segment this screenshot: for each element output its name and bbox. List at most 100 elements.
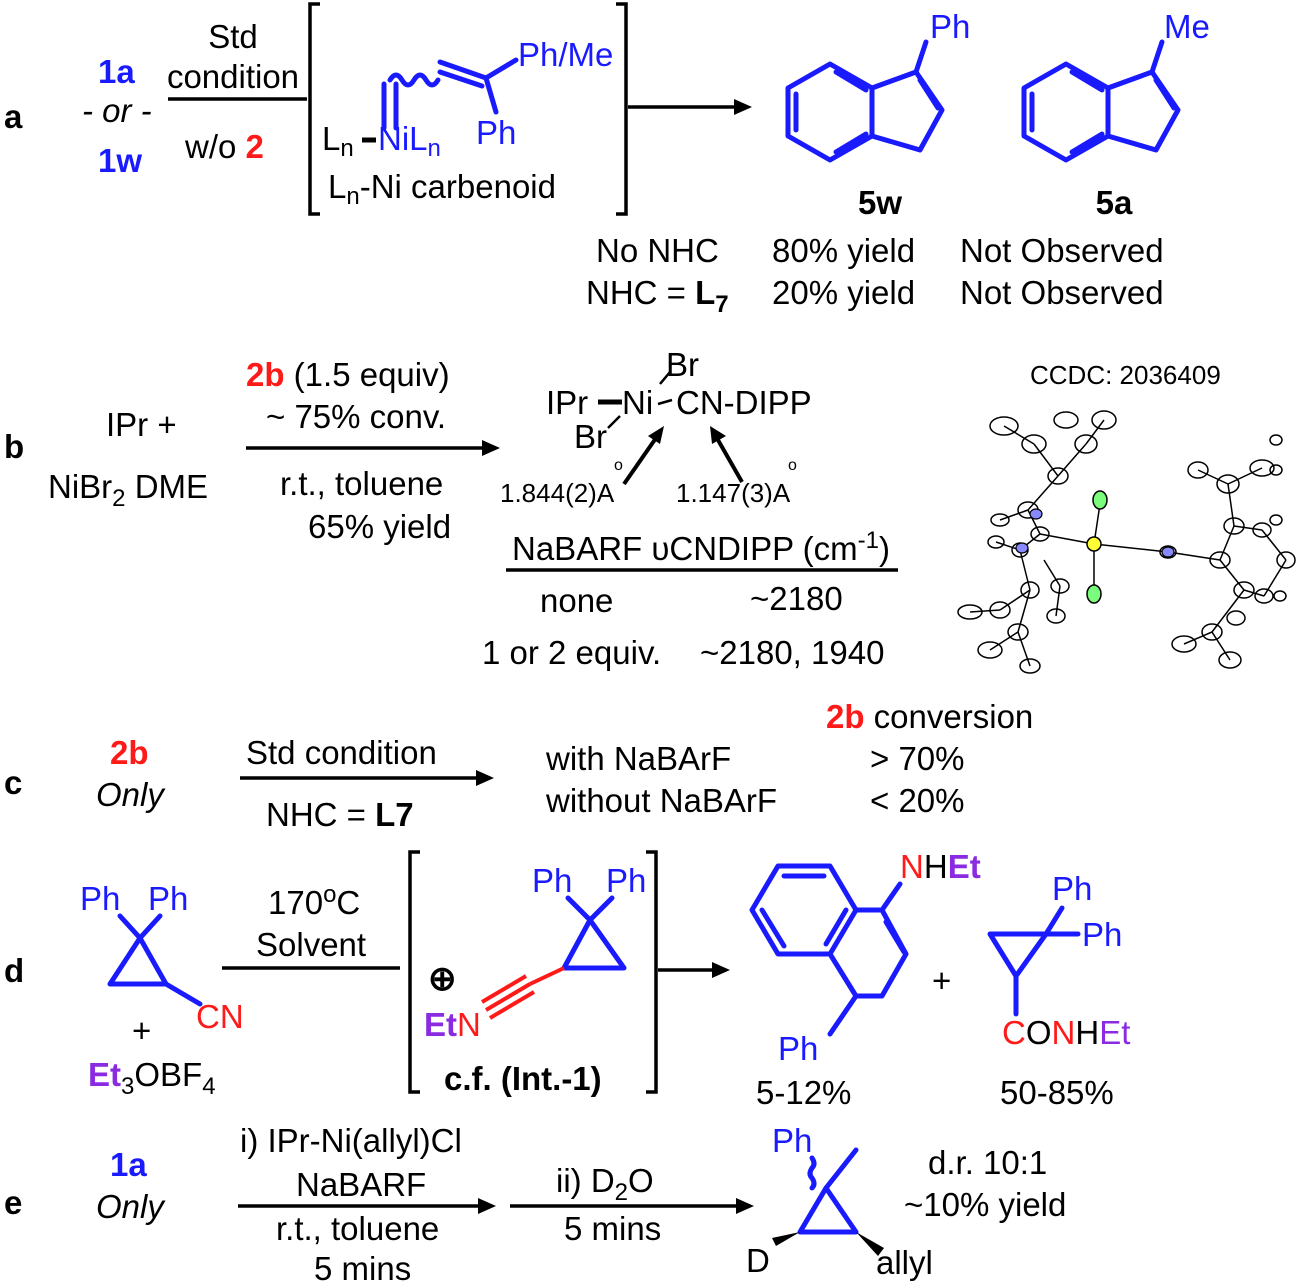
crystal-structure: [957, 410, 1296, 674]
bond-length-1: 1.844(2)A: [500, 478, 615, 508]
panel-d: d Ph Ph CN + Et3OBF4 170oC Solvent Ph Ph…: [4, 848, 1130, 1111]
table-header: NaBARF υCNDIPP (cm-1): [512, 527, 890, 567]
prod-naph-yield: 5-12%: [756, 1074, 851, 1111]
arrow-e1-top1: i) IPr-Ni(allyl)Cl: [240, 1122, 462, 1159]
d-plus2: +: [932, 962, 951, 999]
arrow-e1-bottom2: 5 mins: [314, 1250, 411, 1284]
arrow-b-bottom2: 65% yield: [308, 508, 451, 545]
e-only: Only: [96, 1188, 166, 1225]
row2-cond: NHC = L7: [586, 274, 729, 318]
indene-5a: [1021, 39, 1181, 163]
conv-row2-b: < 20%: [870, 782, 965, 819]
prod-5a-id: 5a: [1096, 184, 1133, 221]
carbenoid-label: Ln-Ni carbenoid: [328, 168, 556, 210]
d-meerwein: Et3OBF4: [88, 1056, 216, 1100]
int-c-bond: [529, 966, 565, 986]
panel-a-label: a: [4, 98, 23, 135]
arrow-d-temp: 170oC: [268, 881, 360, 921]
int-triple-1: [484, 982, 532, 1012]
table-row2-b: ~2180, 1940: [700, 634, 884, 671]
only-c: Only: [96, 776, 166, 813]
amide-conhet: CONHEt: [1002, 1014, 1130, 1051]
to-phme-bond: [483, 57, 519, 81]
arrowhead-b: [482, 440, 500, 456]
arrow-b-top2: ~ 75% conv.: [266, 398, 446, 435]
subst-ph: Ph: [476, 114, 516, 151]
conv-header: 2b conversion: [826, 698, 1033, 735]
n2-atom: [1015, 542, 1029, 554]
row2-5a: Not Observed: [960, 274, 1164, 311]
or-text: - or -: [82, 92, 152, 129]
arrowhead-e2: [736, 1198, 754, 1214]
e-prod-d: D: [746, 1242, 770, 1279]
d-sm-cn: CN: [196, 998, 244, 1035]
panel-b: b IPr + NiBr2 DME 2b (1.5 equiv) ~ 75% c…: [4, 346, 1296, 674]
br2-atom: [1086, 584, 1102, 604]
panel-b-label: b: [4, 428, 24, 465]
int-etn: EtN: [424, 1006, 481, 1043]
e-dr: d.r. 10:1: [928, 1144, 1047, 1181]
arrowhead-d2: [712, 962, 730, 978]
n3-atom: [1161, 546, 1175, 558]
bond1-arrowhead: [648, 426, 664, 444]
d-sm-cn-bond: [163, 981, 203, 1007]
ni-ln-left: Ln: [322, 120, 354, 162]
e-yield: ~10% yield: [904, 1186, 1066, 1223]
row2-5w: 20% yield: [772, 274, 915, 311]
amide-cyclopropane: [987, 931, 1049, 979]
e-prod-cyclopropane: [797, 1185, 859, 1235]
amide-ph1: Ph: [1052, 870, 1092, 907]
panel-d-label: d: [4, 952, 24, 989]
arrow-b-bottom1: r.t., toluene: [280, 465, 443, 502]
bracket-left-d: [408, 850, 420, 1094]
table-row1-a: none: [540, 582, 613, 619]
conv-row1-b: > 70%: [870, 740, 965, 777]
wavy-bond: [387, 72, 441, 88]
e-prod-allyl-wedge: [856, 1232, 884, 1256]
panel-e: e 1a Only i) IPr-Ni(allyl)Cl NaBARF r.t.…: [4, 1122, 1066, 1284]
d-plus1: +: [132, 1012, 151, 1049]
arrow-e1-bottom1: r.t., toluene: [276, 1210, 439, 1247]
indene-5w: [785, 39, 945, 163]
arrow-e2-top: ii) D2O: [556, 1162, 654, 1206]
prod-5w-id: 5w: [858, 184, 902, 221]
bond2-arrowhead: [710, 426, 726, 444]
prod-nhet: NHEt: [900, 848, 981, 885]
ccdc-label: CCDC: 2036409: [1030, 360, 1221, 390]
vinyl-bond: [437, 59, 489, 81]
reagent-1a: 1a: [98, 53, 135, 90]
arrow-b-top1: 2b (1.5 equiv): [246, 356, 450, 393]
reagent-1w: 1w: [98, 142, 142, 179]
row1-5a: Not Observed: [960, 232, 1164, 269]
d-sm-ph2: Ph: [148, 880, 188, 917]
br-bottom-bond: [607, 415, 621, 429]
d-sm-ph1: Ph: [80, 880, 120, 917]
vinyl-bond-2: [437, 69, 485, 89]
to-ph-bond: [483, 75, 499, 115]
complex-ipr: IPr: [546, 384, 588, 421]
bracket-right-d: [646, 850, 658, 1094]
table-row1-b: ~2180: [750, 580, 843, 617]
d-sm-cyclopropane: [107, 935, 169, 987]
bond2-arrow: [716, 439, 744, 483]
amide-yield: 50-85%: [1000, 1074, 1114, 1111]
int-ph-bonds: [565, 895, 615, 923]
ni-cn-bond: [657, 398, 673, 406]
angstrom-ring-2: o: [788, 457, 797, 474]
reagent-2b: 2b: [110, 734, 149, 771]
cond-without: w/o 2: [184, 128, 264, 165]
int-plus-charge: ⊕: [428, 960, 457, 998]
panel-c: c 2b Only Std condition NHC = L7 2b conv…: [4, 698, 1033, 833]
ni-lnl: NiLn: [378, 120, 441, 162]
conv-row1-a: with NaBArF: [545, 740, 731, 777]
arrowhead-c: [476, 770, 494, 786]
arrow-d-solvent: Solvent: [256, 926, 366, 963]
e-prod-me-bond: [823, 1147, 859, 1191]
panel-a: a 1a - or - 1w Std condition w/o 2 Ph/Me…: [4, 2, 1210, 318]
complex-br-bottom: Br: [574, 418, 607, 455]
int-ph2: Ph: [606, 862, 646, 899]
reagent-ipr: IPr +: [106, 406, 177, 443]
int-triple-3: [488, 990, 536, 1020]
panel-c-label: c: [4, 764, 22, 801]
prod-5a-me: Me: [1164, 8, 1210, 45]
